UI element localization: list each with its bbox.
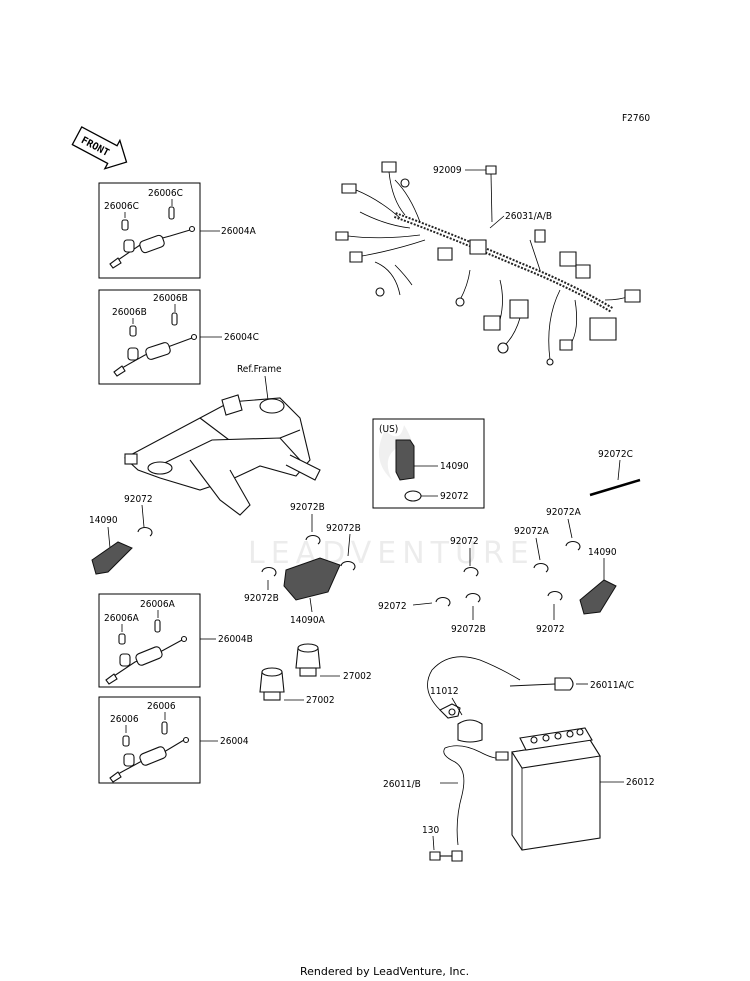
footer-credit: Rendered by LeadVenture, Inc.: [300, 965, 469, 978]
label-26004: 26004: [220, 736, 249, 747]
label-14090-us: 14090: [440, 461, 469, 472]
label-92072B-c: 92072B: [244, 593, 279, 604]
label-26011B: 26011/B: [383, 779, 421, 790]
label-92072C: 92072C: [598, 449, 633, 460]
label-92072-mid2: 92072: [378, 601, 407, 612]
figure-code: F2760: [622, 113, 650, 124]
label-26004C: 26004C: [224, 332, 259, 343]
label-11012: 11012: [430, 686, 459, 697]
group-27002: 27002 27002: [259, 643, 372, 706]
label-26006C-a: 26006C: [148, 188, 183, 199]
label-26006A-a: 26006A: [140, 599, 176, 610]
part-92072C: 92072C: [589, 449, 641, 497]
group-26004B: 26004B 26006A 26006A: [98, 593, 253, 688]
label-27002-a: 27002: [343, 671, 372, 682]
group-14090-left: 92072 14090: [89, 494, 153, 575]
wire-harness-26031: 92009 26031/A/B: [335, 161, 641, 366]
group-mid-clips: 92072 92072 92072B: [378, 536, 486, 635]
group-14090A: 92072B 92072B 92072B 14090A: [244, 502, 361, 626]
label-26006A-b: 26006A: [104, 613, 140, 624]
label-26012: 26012: [626, 777, 655, 788]
group-us: (US) 14090 92072: [372, 418, 485, 509]
box-26004B: [98, 593, 201, 688]
label-14090A: 14090A: [290, 615, 326, 626]
box-26004A: [98, 182, 201, 279]
label-26006C-b: 26006C: [104, 201, 139, 212]
box-26004C: [98, 289, 201, 385]
group-battery: 26011A/C 11012 26011/B 130 26012: [383, 656, 655, 862]
label-26006-a: 26006: [147, 701, 176, 712]
label-ref-frame: Ref.Frame: [237, 364, 282, 375]
label-92009: 92009: [433, 165, 462, 176]
ref-frame: Ref.Frame: [124, 364, 321, 516]
label-14090-left: 14090: [89, 515, 118, 526]
label-130: 130: [422, 825, 439, 836]
box-us: [372, 418, 485, 509]
label-26004B: 26004B: [218, 634, 253, 645]
label-92072A-b: 92072A: [514, 526, 550, 537]
watermark-text: LEADVENTURE: [248, 536, 535, 571]
box-26004: [98, 696, 201, 784]
group-26004: 26004 26006 26006: [98, 696, 249, 784]
label-92072B-mid: 92072B: [451, 624, 486, 635]
label-92072-us: 92072: [440, 491, 469, 502]
label-92072-mid1: 92072: [450, 536, 479, 547]
label-14090-right: 14090: [588, 547, 617, 558]
label-26006B-a: 26006B: [153, 293, 188, 304]
group-26004A: 26004A 26006C 26006C: [98, 182, 257, 279]
label-92072A-a: 92072A: [546, 507, 582, 518]
front-arrow-icon: FRONT: [71, 126, 128, 170]
label-26006-b: 26006: [110, 714, 139, 725]
group-14090-right: 92072A 92072A 14090 92072: [514, 507, 617, 635]
label-26006B-b: 26006B: [112, 307, 147, 318]
label-92072-left: 92072: [124, 494, 153, 505]
label-92072B-b: 92072B: [326, 523, 361, 534]
label-92072B-a: 92072B: [290, 502, 325, 513]
label-26011AC: 26011A/C: [590, 680, 634, 691]
label-27002-b: 27002: [306, 695, 335, 706]
label-us: (US): [379, 424, 398, 435]
label-26031: 26031/A/B: [505, 211, 552, 222]
label-92072-right: 92072: [536, 624, 565, 635]
group-26004C: 26004C 26006B 26006B: [98, 289, 259, 385]
label-26004A: 26004A: [221, 226, 257, 237]
